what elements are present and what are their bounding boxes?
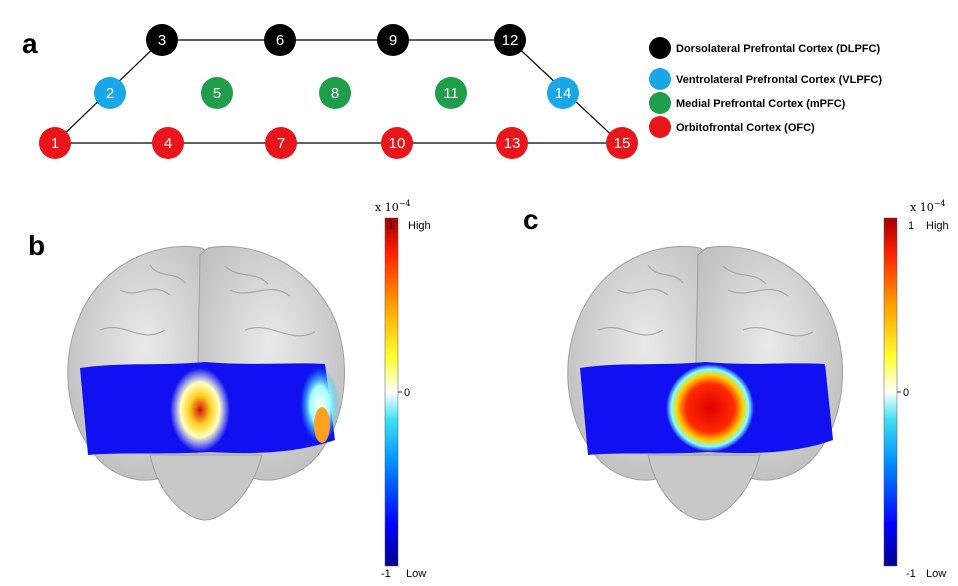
montage-node-circle (265, 127, 297, 159)
montage-node-7: 7 (265, 127, 297, 159)
montage-node-circle (319, 77, 351, 109)
legend-swatch (649, 92, 671, 114)
montage-node-label: 14 (555, 85, 572, 102)
panel-letter-b: b (28, 230, 46, 261)
montage-node-label: 7 (277, 135, 285, 152)
colorbar-c-bottom-value: -1 (906, 568, 916, 580)
montage-node-13: 13 (496, 127, 528, 159)
montage-node-label: 3 (158, 32, 166, 49)
colorbar-b-mid-value: 0 (404, 387, 410, 399)
brain-map-c (567, 245, 843, 521)
activation-hotspot-c (666, 364, 754, 452)
montage-node-circle (201, 77, 233, 109)
legend-swatch (649, 68, 671, 90)
montage-node-3: 3 (146, 24, 178, 56)
montage-node-label: 2 (106, 85, 114, 102)
montage-node-8: 8 (319, 77, 351, 109)
colorbar-b-scale: x 10−4 (375, 199, 411, 214)
montage-node-circle (496, 127, 528, 159)
colorbar-c-gradient (883, 217, 898, 567)
montage-node-label: 12 (502, 32, 519, 49)
activation-edge-spot-b (314, 407, 330, 443)
colorbar-b-top-value: 1 (388, 220, 394, 232)
activation-edge-b (300, 367, 340, 443)
legend-label: Ventrolateral Prefrontal Cortex (VLPFC) (676, 74, 882, 86)
montage-node-circle (264, 24, 296, 56)
legend-item-vlpfc: Ventrolateral Prefrontal Cortex (VLPFC) (649, 68, 882, 90)
colorbar-b: x 10−4 1 High 0 -1 Low (375, 199, 431, 580)
montage-node-14: 14 (547, 77, 579, 109)
colorbar-c-top-value: 1 (908, 220, 914, 232)
montage-node-11: 11 (435, 77, 467, 109)
colorbar-b-gradient (384, 217, 399, 567)
colorbar-b-bottom-label: Low (406, 568, 426, 580)
montage-node-label: 11 (443, 85, 459, 102)
montage-node-circle (152, 127, 184, 159)
montage-node-circle (435, 77, 467, 109)
montage-node-5: 5 (201, 77, 233, 109)
legend-item-mpfc: Medial Prefrontal Cortex (mPFC) (649, 92, 846, 114)
montage-node-circle (547, 77, 579, 109)
colorbar-c-mid-value: 0 (903, 387, 909, 399)
activation-hotspot-b (170, 368, 230, 452)
colorbar-c-scale: x 10−4 (910, 199, 946, 214)
brain-lower-lobe-c (647, 454, 761, 521)
panel-letter-c: c (523, 204, 539, 235)
panel-letter-a: a (22, 28, 38, 59)
legend-label: Orbitofrontal Cortex (OFC) (676, 122, 815, 134)
montage-node-label: 5 (213, 85, 221, 102)
montage-node-10: 10 (381, 127, 413, 159)
montage-node-label: 6 (276, 32, 284, 49)
legend-item-ofc: Orbitofrontal Cortex (OFC) (649, 116, 815, 138)
montage-node-9: 9 (377, 24, 409, 56)
montage-node-2: 2 (94, 77, 126, 109)
gyri-texture-c (597, 264, 814, 337)
legend-label: Medial Prefrontal Cortex (mPFC) (676, 98, 846, 110)
colorbar-c-top-label: High (926, 220, 949, 232)
montage-node-circle (494, 24, 526, 56)
colorbar-b-top-label: High (408, 220, 431, 232)
montage-node-label: 15 (614, 135, 631, 152)
montage-node-label: 9 (389, 32, 397, 49)
montage-node-label: 10 (389, 135, 406, 152)
legend-swatch (649, 37, 671, 59)
region-legend: Dorsolateral Prefrontal Cortex (DLPFC) Ve… (649, 37, 882, 138)
montage-node-circle (94, 77, 126, 109)
montage-node-4: 4 (152, 127, 184, 159)
montage-node-15: 15 (606, 127, 638, 159)
legend-item-dlpfc: Dorsolateral Prefrontal Cortex (DLPFC) (649, 37, 880, 59)
colorbar-b-bottom-value: -1 (381, 568, 391, 580)
montage-node-circle (39, 127, 71, 159)
legend-swatch (649, 116, 671, 138)
gyri-texture-b (99, 264, 316, 337)
legend-label: Dorsolateral Prefrontal Cortex (DLPFC) (676, 43, 880, 55)
montage-node-label: 4 (164, 135, 172, 152)
montage-node-label: 8 (331, 85, 339, 102)
colorbar-c: x 10−4 1 High 0 -1 Low (883, 199, 949, 580)
montage-node-12: 12 (494, 24, 526, 56)
montage-node-label: 13 (504, 135, 521, 152)
montage-node-1: 1 (39, 127, 71, 159)
brain-map-b (67, 245, 345, 521)
montage-node-circle (377, 24, 409, 56)
colorbar-c-bottom-label: Low (926, 568, 946, 580)
montage-node-circle (146, 24, 178, 56)
brain-lower-lobe-b (149, 454, 263, 521)
montage-node-label: 1 (51, 135, 59, 152)
montage-node-circle (606, 127, 638, 159)
montage-node-circle (381, 127, 413, 159)
montage-node-6: 6 (264, 24, 296, 56)
